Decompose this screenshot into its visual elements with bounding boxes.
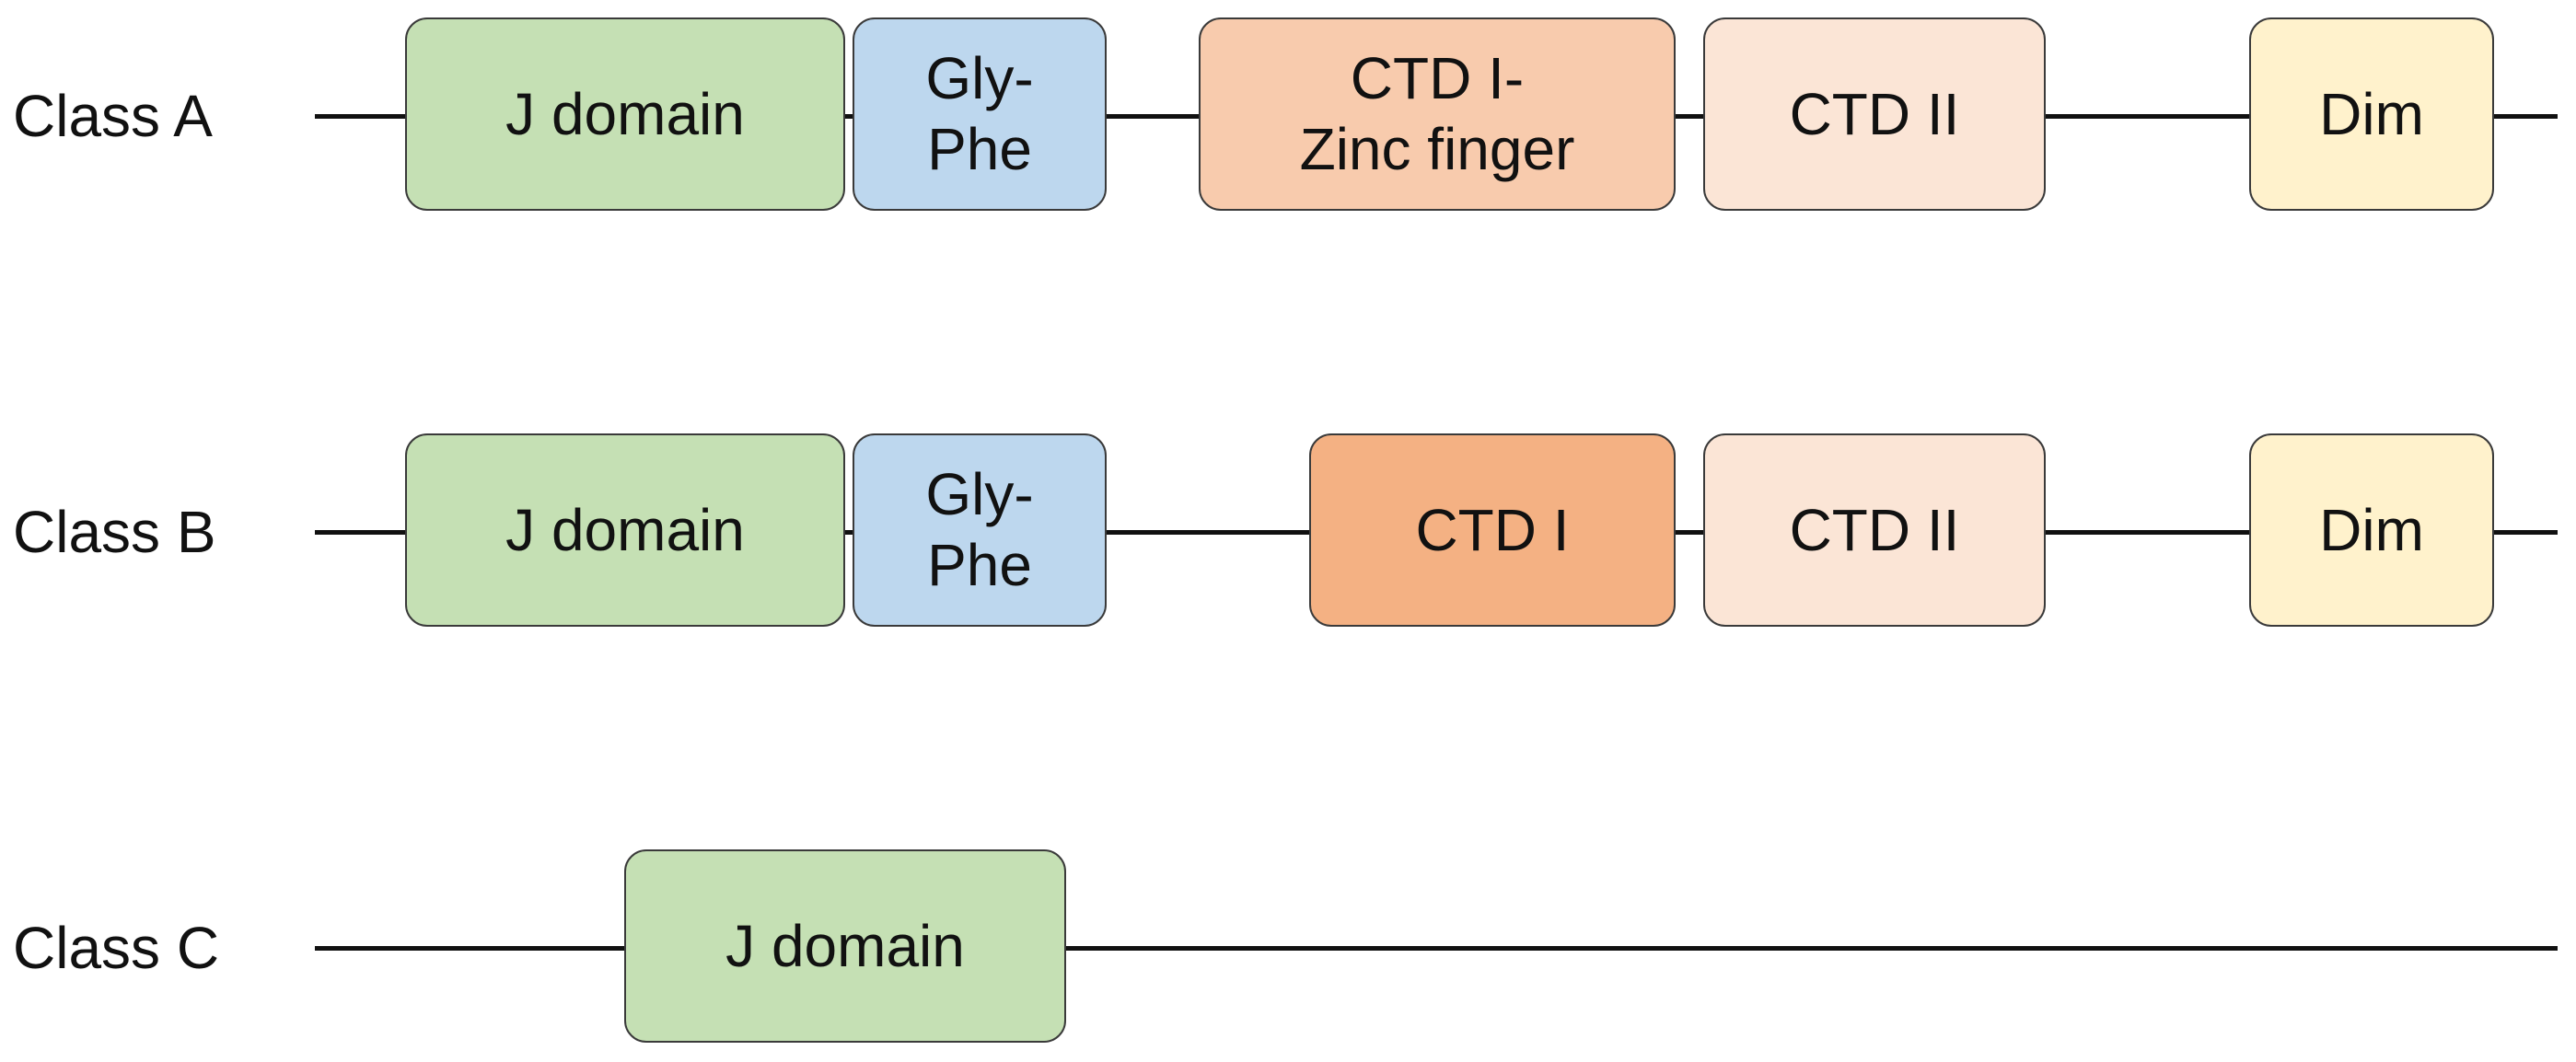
- class-a-row: Class A J domain Gly- Phe CTD I- Zinc fi…: [0, 17, 2576, 214]
- class-c-j-domain: J domain: [624, 849, 1066, 1043]
- class-b-dim-domain: Dim: [2249, 433, 2494, 627]
- class-a-label: Class A: [13, 83, 213, 149]
- class-b-ctd2-domain: CTD II: [1703, 433, 2046, 627]
- class-a-j-domain: J domain: [405, 17, 845, 211]
- class-b-gly-phe-domain: Gly- Phe: [853, 433, 1107, 627]
- class-b-j-domain: J domain: [405, 433, 845, 627]
- class-b-label: Class B: [13, 499, 216, 565]
- class-b-row: Class B J domain Gly- Phe CTD I CTD II D…: [0, 433, 2576, 630]
- class-c-backbone: [315, 946, 2558, 951]
- class-b-ctd1-domain: CTD I: [1309, 433, 1676, 627]
- class-c-label: Class C: [13, 915, 220, 981]
- class-a-ctd1-zinc-finger-domain: CTD I- Zinc finger: [1199, 17, 1676, 211]
- class-c-row: Class C J domain: [0, 849, 2576, 1046]
- class-a-ctd2-domain: CTD II: [1703, 17, 2046, 211]
- class-a-gly-phe-domain: Gly- Phe: [853, 17, 1107, 211]
- class-a-dim-domain: Dim: [2249, 17, 2494, 211]
